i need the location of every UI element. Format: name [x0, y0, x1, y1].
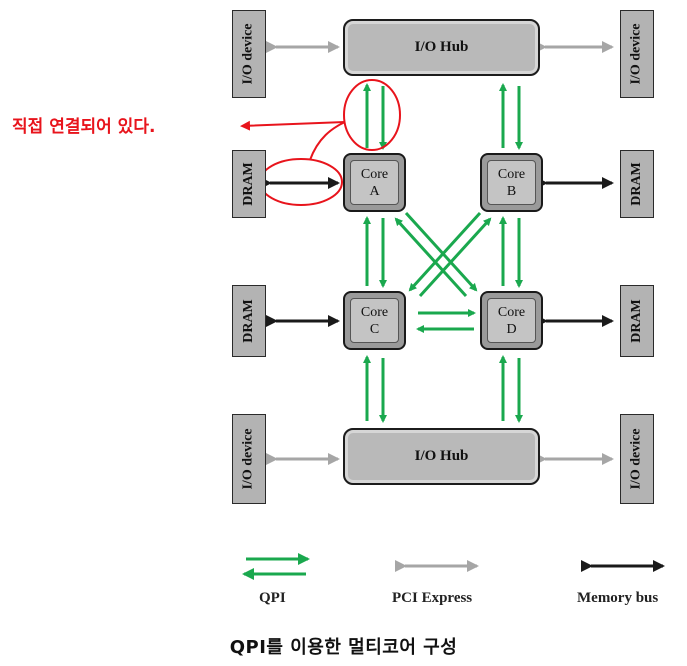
dram-lower-left-label: DRAM [241, 299, 257, 343]
annotation-text: 직접 연결되어 있다. [12, 117, 156, 137]
core-d-id: D [506, 321, 517, 337]
core-b-title: Core [497, 166, 526, 182]
core-d-title: Core [497, 304, 526, 320]
io-device-bottom-right: I/O device [620, 414, 654, 504]
core-c-chip: Core C [350, 298, 399, 343]
io-device-top-left-label: I/O device [241, 23, 257, 85]
figure-caption: QPI를 이용한 멀티코어 구성 [229, 637, 458, 658]
io-hub-top-label: I/O Hub [414, 39, 469, 55]
core-b: Core B [480, 153, 543, 212]
io-device-bottom-left: I/O device [232, 414, 266, 504]
core-c-id: C [369, 321, 380, 337]
qpi-links [363, 83, 523, 423]
dram-upper-left-label: DRAM [241, 162, 257, 206]
legend-pci-express-label: PCI Express [392, 590, 473, 606]
dram-upper-right-label: DRAM [629, 162, 645, 206]
io-hub-bottom: I/O Hub [343, 428, 540, 485]
dram-lower-left: DRAM [232, 285, 266, 357]
io-device-bottom-right-label: I/O device [629, 428, 645, 490]
dram-upper-right: DRAM [620, 150, 654, 218]
annotation-pointer [240, 120, 346, 161]
core-a-chip: Core A [350, 160, 399, 205]
io-device-top-right-label: I/O device [629, 23, 645, 85]
io-device-top-left: I/O device [232, 10, 266, 98]
legend-qpi-label: QPI [259, 590, 286, 606]
io-device-top-right: I/O device [620, 10, 654, 98]
core-b-chip: Core B [487, 160, 536, 205]
annotation-circle-qpi [343, 79, 401, 151]
core-b-id: B [506, 183, 517, 199]
io-hub-top: I/O Hub [343, 19, 540, 76]
core-a-title: Core [360, 166, 389, 182]
pci-express-links [266, 41, 614, 465]
memory-bus-links [260, 177, 614, 327]
legend-arrows [242, 553, 665, 580]
core-d-chip: Core D [487, 298, 536, 343]
dram-upper-left: DRAM [232, 150, 266, 218]
core-a-id: A [369, 183, 380, 199]
io-hub-bottom-label: I/O Hub [414, 448, 469, 464]
core-d: Core D [480, 291, 543, 350]
core-c-title: Core [360, 304, 389, 320]
core-c: Core C [343, 291, 406, 350]
annotation-marks [240, 79, 401, 206]
legend-memory-bus-label: Memory bus [577, 590, 659, 606]
io-device-bottom-left-label: I/O device [241, 428, 257, 490]
dram-lower-right: DRAM [620, 285, 654, 357]
core-a: Core A [343, 153, 406, 212]
dram-lower-right-label: DRAM [629, 299, 645, 343]
